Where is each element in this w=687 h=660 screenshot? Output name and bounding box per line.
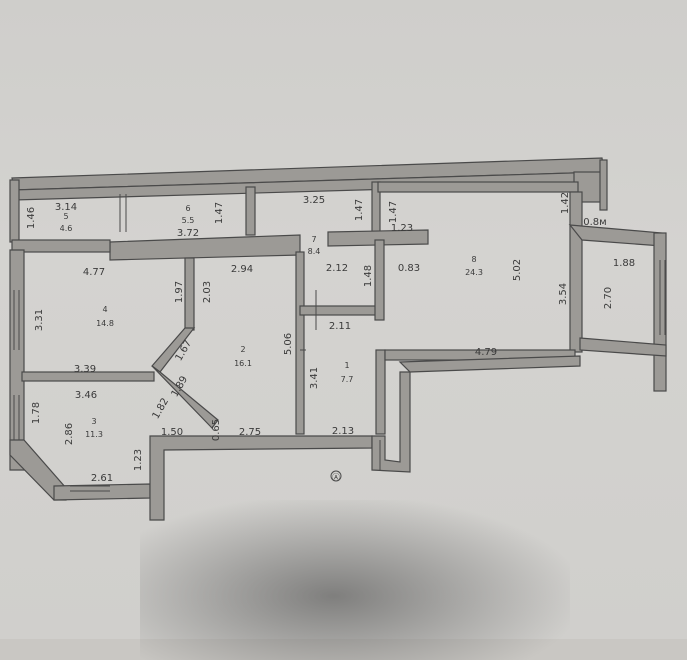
dimension-label: 0.8м	[583, 217, 606, 228]
dimension-label: 3.72	[177, 228, 199, 239]
dimension-label: 3.39	[74, 364, 96, 375]
room-area: 14.8	[96, 319, 114, 328]
left-balcony-wall	[9, 179, 20, 243]
dimension-label: 3.14	[55, 202, 77, 213]
partition-rooms-7-8	[374, 239, 385, 321]
partition-rooms-2-1	[295, 251, 305, 435]
stamp-mark: Ⓐ	[332, 473, 340, 482]
left-exterior-wall	[9, 249, 25, 471]
diagonal-wall-2	[151, 365, 219, 429]
partition-rooms-4-2	[184, 257, 195, 331]
room-area: 8.4	[308, 247, 321, 256]
balcony-divider-1	[245, 186, 256, 236]
room-area: 11.3	[85, 430, 103, 439]
floor-plan-drawing: 1 7.7 2 16.1 3 11.3 4 14.8 5 4.6 6 5.5 7…	[9, 157, 667, 521]
corridor-wall	[398, 355, 581, 373]
dimension-label: 5.06	[283, 333, 294, 355]
dimension-label: 0.65	[211, 419, 222, 441]
dimension-label: 2.03	[202, 281, 213, 303]
room-area: 7.7	[341, 375, 354, 384]
room-area: 4.6	[60, 224, 73, 233]
balcony-inner-wall-left	[109, 234, 301, 261]
photo-shadow	[140, 500, 570, 660]
dimension-label: 4.79	[475, 347, 497, 358]
dimension-label: 2.75	[239, 427, 261, 438]
room-number: 3	[91, 417, 96, 426]
side-room-top-wall	[568, 224, 663, 247]
room-number: 5	[63, 212, 68, 221]
dimension-label: 0.83	[398, 263, 420, 274]
room-area: 24.3	[465, 268, 483, 277]
balcony-inner-wall-right	[327, 229, 429, 247]
dimension-label: 3.25	[303, 195, 325, 206]
dimension-label: 1.23	[133, 449, 144, 471]
dimension-label: 3.54	[558, 283, 569, 305]
dimension-label: 1.42	[560, 192, 571, 214]
dimension-label: 2.94	[231, 264, 253, 275]
room-number: 8	[471, 255, 476, 264]
corner-block	[573, 171, 605, 203]
dimension-label: 2.12	[326, 263, 348, 274]
dimension-label: 2.86	[64, 423, 75, 445]
side-room-bottom-wall	[579, 337, 667, 357]
dimension-label: 1.23	[391, 223, 413, 234]
dimension-label: 1.50	[161, 427, 183, 438]
dimension-label: 2.61	[91, 473, 113, 484]
entrance-wall	[371, 371, 411, 473]
dimension-label: 1.88	[613, 258, 635, 269]
dimension-label: 5.02	[512, 259, 523, 281]
partition-room-1	[375, 349, 386, 435]
room-number: 7	[311, 235, 316, 244]
room-number: 1	[344, 361, 349, 370]
dimension-label: 1.47	[214, 202, 225, 224]
dimension-label: 1.97	[174, 281, 185, 303]
dimension-label: 2.13	[332, 426, 354, 437]
partition-rooms-4-3	[21, 371, 155, 382]
dimension-label: 2.70	[603, 287, 614, 309]
room-number: 4	[102, 305, 107, 314]
partition-room-7	[299, 305, 379, 316]
inner-wall-left-end	[11, 239, 111, 253]
room-number: 2	[240, 345, 245, 354]
dimension-label: 1.47	[354, 199, 365, 221]
dimension-label: 3.41	[309, 367, 320, 389]
dimension-label: 3.46	[75, 390, 97, 401]
dimension-label: 1.46	[26, 207, 37, 229]
dimension-label: 1.47	[388, 201, 399, 223]
right-top-wall	[599, 159, 608, 211]
dimension-label: 1.78	[31, 402, 42, 424]
room-area: 16.1	[234, 359, 252, 368]
room-area: 5.5	[182, 216, 195, 225]
dimension-label: 3.31	[34, 309, 45, 331]
dimension-label: 2.11	[329, 321, 351, 332]
room8-right-wall	[569, 191, 583, 353]
room8-top-wall	[377, 181, 579, 193]
dimension-label: 4.77	[83, 267, 105, 278]
room-number: 6	[185, 204, 190, 213]
dimension-label: 1.48	[363, 265, 374, 287]
dimension-label: 1.82	[151, 396, 172, 421]
